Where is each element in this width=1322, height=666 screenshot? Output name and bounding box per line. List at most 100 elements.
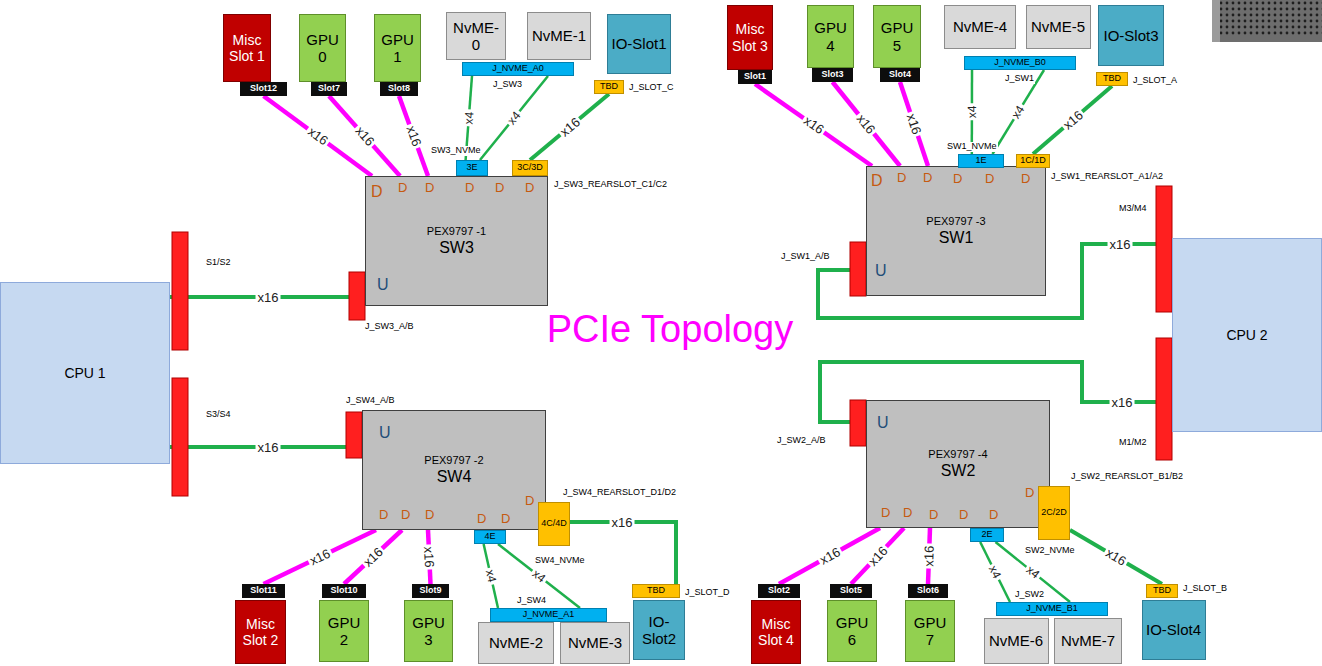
node-text: SW2 <box>941 461 976 480</box>
node-text: Slot6 <box>917 586 939 596</box>
node-text: GPU 0 <box>303 31 342 66</box>
node-text: Slot7 <box>318 84 340 94</box>
node-text: 4E <box>484 532 495 542</box>
link-width: x16 <box>904 110 924 138</box>
node-text: TBD <box>1103 74 1121 84</box>
slot-tag: Slot6 <box>908 584 948 598</box>
slot-box: Misc Slot 2 <box>235 600 286 664</box>
link-width: x4 <box>483 567 498 586</box>
pcie-link-x16 <box>1033 86 1112 154</box>
port-letter: D <box>424 181 435 195</box>
pcie-link-x16 <box>570 522 676 584</box>
node-text: IO-Slot2 <box>636 613 682 648</box>
rear-connector: 4C/4D <box>538 502 570 546</box>
link-width: x16 <box>256 441 281 454</box>
nvme-connector: 3E <box>456 160 488 176</box>
node-text: Misc Slot 4 <box>754 616 798 648</box>
port-letter: D <box>378 508 389 522</box>
server-body <box>1212 0 1322 42</box>
gpu-box: GPU 2 <box>319 600 369 662</box>
connector-name: SW2_NVMe <box>1024 546 1076 556</box>
cpu-box: CPU 1 <box>0 282 170 464</box>
node-text: CPU 1 <box>64 365 105 382</box>
slot-tag: Slot8 <box>380 82 418 96</box>
io-slot-box: IO-Slot3 <box>1098 5 1164 66</box>
gpu-box: GPU 5 <box>873 5 921 68</box>
link-width: x16 <box>359 544 386 571</box>
link-width: x16 <box>1110 396 1135 409</box>
node-text: NvME-6 <box>989 632 1043 649</box>
rear-connector: TBD <box>632 584 680 598</box>
node-text: TBD <box>647 586 665 596</box>
node-text: 1C/1D <box>1020 156 1046 166</box>
slot-tag: Slot1 <box>738 70 772 84</box>
connector-name: J_SW4_A/B <box>345 396 396 406</box>
server-edge <box>1212 0 1220 42</box>
nvme-connector: J_NVME_A1 <box>490 608 607 622</box>
link-width: x16 <box>853 110 879 138</box>
node-text: Slot8 <box>388 84 410 94</box>
link-width: x16 <box>304 123 332 148</box>
port-letter: U <box>876 414 890 432</box>
link-width: x16 <box>1108 238 1133 251</box>
port-letter: D <box>988 508 999 522</box>
connector-header <box>172 378 188 496</box>
port-letter: U <box>376 276 390 294</box>
node-text: GPU 6 <box>831 614 873 649</box>
node-text: J_NVME_B1 <box>1026 604 1078 614</box>
cpu-box: CPU 2 <box>1172 238 1322 432</box>
nvme-box: NvME-7 <box>1054 618 1122 664</box>
node-text: SW4 <box>437 467 472 486</box>
slot-tag: Slot10 <box>322 584 366 598</box>
diagram-title: PCIe Topology <box>547 310 793 348</box>
nvme-connector: J_NVME_B0 <box>964 56 1076 70</box>
nvme-connector: J_NVME_A0 <box>462 62 574 76</box>
node-text: PEX9797 -4 <box>928 448 987 461</box>
node-text: GPU 5 <box>877 19 917 54</box>
slot-tag: Slot2 <box>758 584 800 598</box>
connector-name: J_SW1_REARSLOT_A1/A2 <box>1050 172 1164 182</box>
connector-header <box>1156 186 1172 312</box>
port-letter: D <box>476 512 487 526</box>
node-text: GPU 7 <box>909 614 951 649</box>
rear-connector: TBD <box>1146 584 1178 598</box>
port-letter: D <box>922 171 933 185</box>
port-letter: D <box>958 508 969 522</box>
nvme-box: NvME-1 <box>527 12 591 60</box>
nvme-connector: 2E <box>970 528 1004 542</box>
rear-connector: 1C/1D <box>1016 154 1050 168</box>
switch-box: PEX9797 -4SW22E2C/2D <box>866 400 1050 528</box>
pcie-link-x16 <box>264 530 377 584</box>
node-text: J_NVME_A1 <box>523 610 575 620</box>
nvme-box: NvME-3 <box>560 622 630 664</box>
gpu-box: GPU 4 <box>807 5 854 68</box>
connector-name: J_SW4 <box>516 596 547 606</box>
pcie-link-x4 <box>484 544 498 608</box>
port-letter: D <box>1020 172 1031 186</box>
node-text: IO-Slot3 <box>1103 27 1158 44</box>
link-width: x4 <box>1009 102 1028 122</box>
pcie-link-x16 <box>755 84 872 166</box>
connector-name: J_SLOT_B <box>1182 584 1228 594</box>
pcie-link-x4 <box>480 76 548 160</box>
node-text: IO-Slot4 <box>1146 621 1201 638</box>
port-letter: D <box>424 508 435 522</box>
slot-tag: Slot7 <box>311 82 347 96</box>
link-width: x16 <box>864 542 891 569</box>
link-width: x16 <box>800 113 828 138</box>
link-width: x16 <box>610 516 635 529</box>
node-text: SW1 <box>939 228 974 247</box>
port-letter: D <box>902 506 913 520</box>
node-text: Slot2 <box>768 586 790 596</box>
node-text: 4C/4D <box>541 519 567 529</box>
node-text: SW3 <box>439 238 474 257</box>
pcie-link-x16 <box>900 82 928 166</box>
node-text: NvME-5 <box>1031 18 1085 35</box>
connector-header <box>1156 338 1172 460</box>
node-text: Slot3 <box>821 70 843 80</box>
connector-name: SW4_NVMe <box>534 556 586 566</box>
slot-tag: Slot5 <box>830 584 872 598</box>
link-width: x16 <box>422 544 436 570</box>
